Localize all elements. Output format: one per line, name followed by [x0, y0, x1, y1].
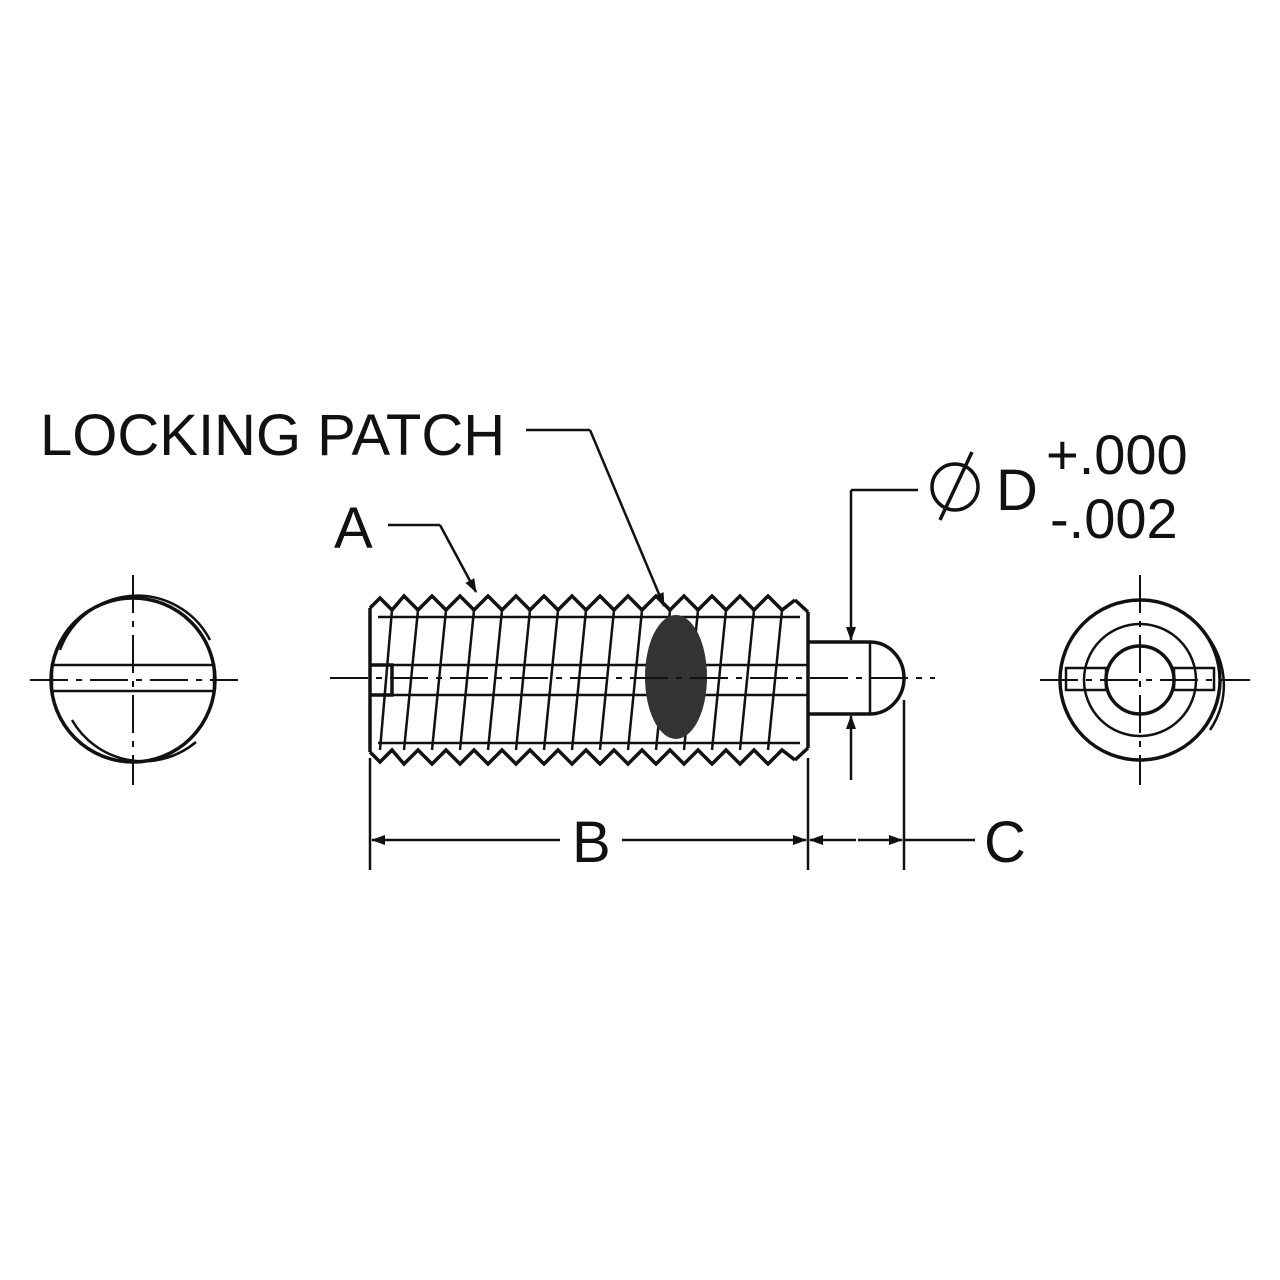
left-end-view: [30, 575, 238, 785]
tolerance-minus-label: -.002: [1050, 487, 1178, 550]
right-end-view: [1040, 575, 1250, 785]
threaded-body: [368, 593, 810, 767]
locking-patch-leader: [526, 428, 666, 607]
locking-patch-label: LOCKING PATCH: [40, 403, 505, 468]
length-c-label: C: [984, 810, 1026, 875]
thread-a-label: A: [334, 496, 373, 561]
length-b-label: B: [572, 810, 611, 875]
length-b-dimension: [368, 758, 810, 870]
length-c-dimension: [809, 700, 975, 870]
diameter-d-label: D: [996, 458, 1038, 523]
thread-a-leader: [388, 523, 478, 593]
diameter-symbol-icon: [930, 451, 980, 521]
diameter-d-leader: [846, 488, 918, 780]
tolerance-plus-label: +.000: [1046, 423, 1188, 486]
